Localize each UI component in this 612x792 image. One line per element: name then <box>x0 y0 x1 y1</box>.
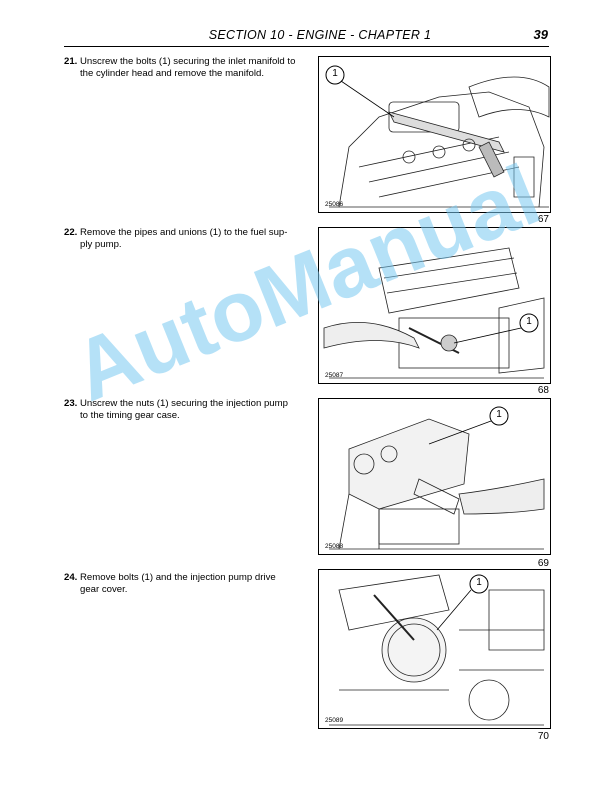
figure-68: 1 25087 <box>318 227 551 384</box>
callout-label: 1 <box>332 68 338 79</box>
figure-code: 25086 <box>325 201 344 208</box>
step-number: 23. <box>64 398 78 409</box>
figure-code: 25087 <box>325 372 344 379</box>
injection-pump-illustration <box>329 406 545 550</box>
step-text: Remove bolts (1) and the injection pump … <box>80 572 276 595</box>
step-text: Remove the pipes and unions (1) to the f… <box>80 227 288 250</box>
step-number: 22. <box>64 227 78 238</box>
fuel-pump-illustration <box>323 247 545 379</box>
engine-manifold-illustration <box>325 65 550 208</box>
figure-67: 1 25086 <box>318 56 551 213</box>
drive-gear-cover-illustration <box>329 574 545 726</box>
figure-69: 1 25088 <box>318 398 551 555</box>
figure-code: 25088 <box>325 543 344 550</box>
header-divider <box>64 46 549 47</box>
callout-label: 1 <box>476 577 482 588</box>
step-23: 23. Unscrew the nuts (1) securing the in… <box>64 398 296 422</box>
figure-code: 25089 <box>325 717 344 724</box>
figure-number: 69 <box>537 558 549 569</box>
figure-number: 70 <box>537 731 549 742</box>
step-21: 21. Unscrew the bolts (1) securing the i… <box>64 56 296 80</box>
page-number: 39 <box>533 27 548 42</box>
section-title: SECTION 10 - ENGINE - CHAPTER 1 <box>208 28 432 42</box>
step-24: 24. Remove bolts (1) and the injection p… <box>64 572 296 596</box>
callout-label: 1 <box>526 316 532 327</box>
step-text: Unscrew the bolts (1) securing the inlet… <box>80 56 296 79</box>
figure-number: 68 <box>537 385 549 396</box>
step-number: 24. <box>64 572 78 583</box>
step-text: Unscrew the nuts (1) securing the inject… <box>80 398 288 421</box>
figure-number: 67 <box>537 214 549 225</box>
callout-label: 1 <box>496 409 502 420</box>
step-22: 22. Remove the pipes and unions (1) to t… <box>64 227 296 251</box>
figure-70: 1 25089 <box>318 569 551 729</box>
step-number: 21. <box>64 56 78 67</box>
